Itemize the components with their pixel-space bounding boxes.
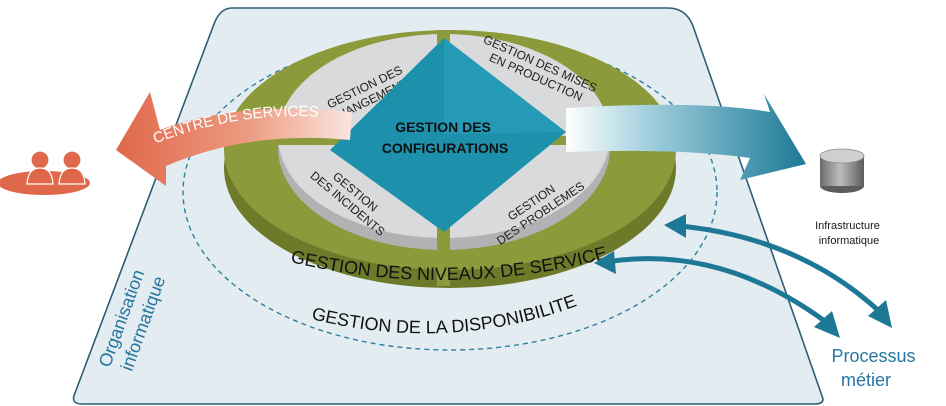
service-desk-arrow bbox=[116, 92, 352, 186]
infrastructure-label: Infrastructure informatique bbox=[815, 220, 883, 247]
configuration-label-line1: GESTION DES bbox=[395, 119, 491, 135]
database-icon bbox=[819, 148, 865, 193]
infrastructure-arrow bbox=[566, 94, 806, 180]
configuration-label: GESTION DES CONFIGURATIONS bbox=[382, 119, 509, 156]
vertical-separator-base bbox=[437, 236, 450, 286]
infrastructure-label-line2: informatique bbox=[819, 235, 880, 247]
business-process-label: Processus métier bbox=[831, 346, 920, 390]
business-process-line1: Processus bbox=[831, 346, 915, 366]
configuration-diamond-shade bbox=[444, 38, 566, 134]
infrastructure-label-line1: Infrastructure bbox=[815, 220, 880, 232]
configuration-label-line2: CONFIGURATIONS bbox=[382, 140, 509, 156]
business-process-line2: métier bbox=[841, 370, 891, 390]
business-process-arrows bbox=[594, 214, 892, 338]
configuration-diamond bbox=[330, 38, 566, 232]
users-icon bbox=[0, 150, 90, 195]
